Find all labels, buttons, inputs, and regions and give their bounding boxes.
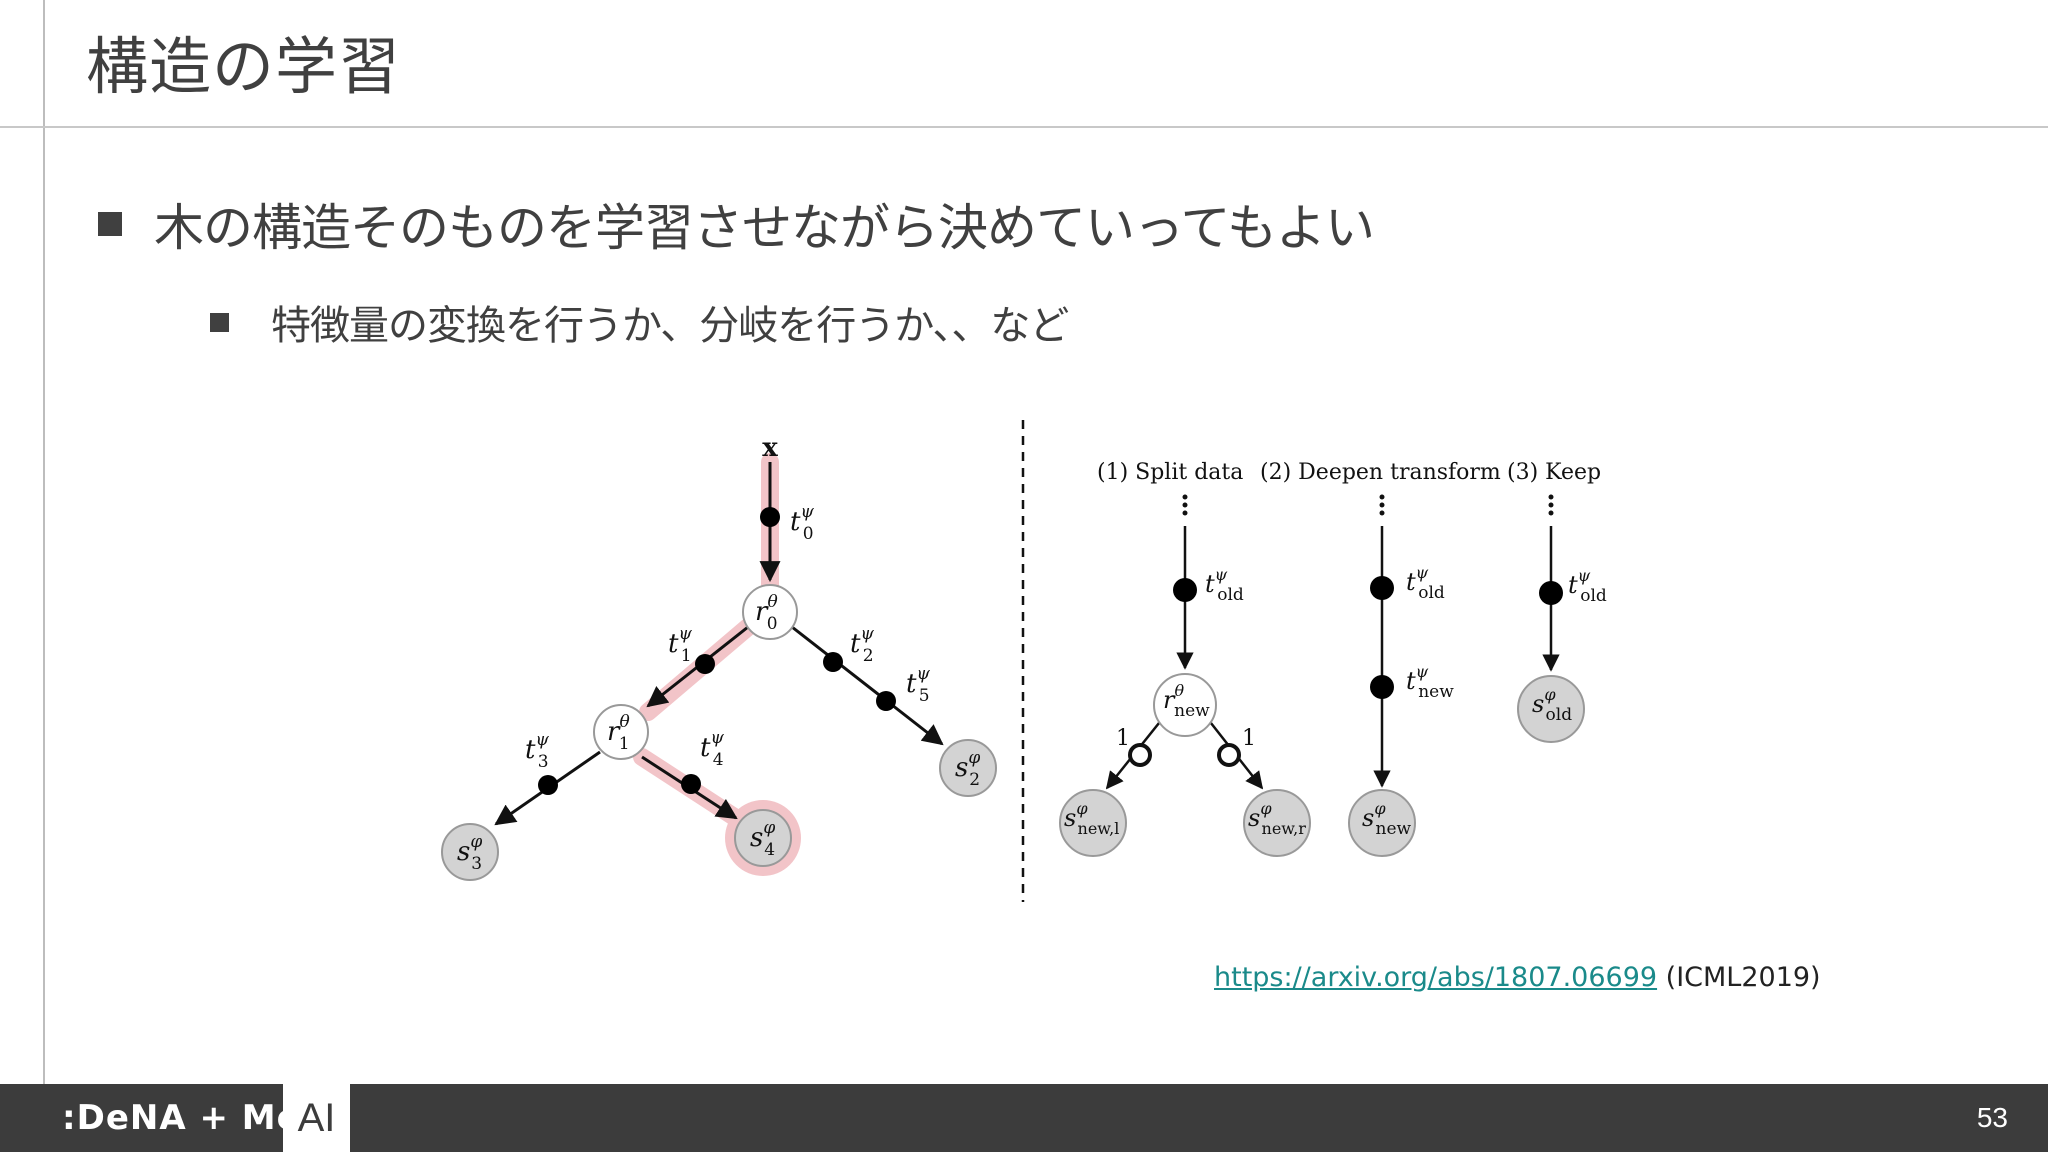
transformer-node-t1 bbox=[695, 654, 715, 674]
op-label-deepen: (2) Deepen transform bbox=[1260, 460, 1501, 485]
router-node-r0 bbox=[742, 584, 798, 640]
bullet-level-1: 木の構造そのものを学習させながら決めていってもよい bbox=[98, 184, 1375, 264]
citation-venue: (ICML2019) bbox=[1665, 962, 1821, 993]
slide-title: 構造の学習 bbox=[86, 30, 402, 103]
transformer-node-t0 bbox=[760, 507, 780, 527]
deepen-transformer-old bbox=[1370, 576, 1394, 600]
keep-leaf-old bbox=[1517, 675, 1585, 743]
transformer-node-t3 bbox=[538, 775, 558, 795]
citation-link[interactable]: https://arxiv.org/abs/1807.06699 bbox=[1214, 962, 1658, 993]
split-right-port bbox=[1217, 743, 1241, 767]
transformer-node-t4 bbox=[681, 774, 701, 794]
bullet-level-2: 特徴量の変換を行うか、分岐を行うか、、など bbox=[210, 290, 1069, 354]
page-number: 53 bbox=[1976, 1102, 2008, 1133]
split-left-edge-label: 1 bbox=[1116, 726, 1130, 751]
router-node-r1 bbox=[593, 704, 649, 760]
split-leaf-left bbox=[1059, 789, 1127, 857]
deepen-leaf-new bbox=[1348, 789, 1416, 857]
op-label-keep: (3) Keep bbox=[1507, 460, 1601, 485]
op-label-split: (1) Split data bbox=[1097, 460, 1243, 485]
deepen-transformer-new bbox=[1370, 675, 1394, 699]
company-logo: :DeNA + MoT bbox=[62, 1098, 326, 1138]
operation-edges bbox=[1105, 526, 1560, 790]
transformer-node-t2 bbox=[823, 652, 843, 672]
bullet-square-icon bbox=[98, 212, 122, 236]
title-divider bbox=[0, 126, 2048, 128]
operations-panel: (1) Split data (2) Deepen transform (3) … bbox=[1059, 460, 1607, 857]
left-rule bbox=[43, 0, 45, 1084]
bullet-text: 特徴量の変換を行うか、分岐を行うか、、など bbox=[271, 303, 1069, 349]
leaf-node-s2 bbox=[939, 739, 997, 797]
bullet-text: 木の構造そのものを学習させながら決めていってもよい bbox=[154, 199, 1375, 257]
split-router-new bbox=[1153, 673, 1217, 737]
split-leaf-right bbox=[1243, 789, 1311, 857]
split-left-port bbox=[1128, 743, 1152, 767]
keep-transformer-old bbox=[1539, 581, 1563, 605]
footer-bar: :DeNA + MoT AI 53 bbox=[0, 1084, 2048, 1152]
split-right-edge-label: 1 bbox=[1242, 726, 1256, 751]
transformer-node-t5 bbox=[876, 691, 896, 711]
ai-logo-badge: AI bbox=[283, 1084, 350, 1152]
leaf-node-s3 bbox=[441, 823, 499, 881]
citation: https://arxiv.org/abs/1807.06699 (ICML20… bbox=[1214, 962, 1821, 993]
ellipsis-dots bbox=[1182, 494, 1554, 516]
split-transformer-old bbox=[1173, 578, 1197, 602]
leaf-node-s4 bbox=[734, 809, 792, 867]
bullet-square-icon bbox=[210, 312, 229, 332]
input-x-label: x bbox=[762, 433, 778, 463]
